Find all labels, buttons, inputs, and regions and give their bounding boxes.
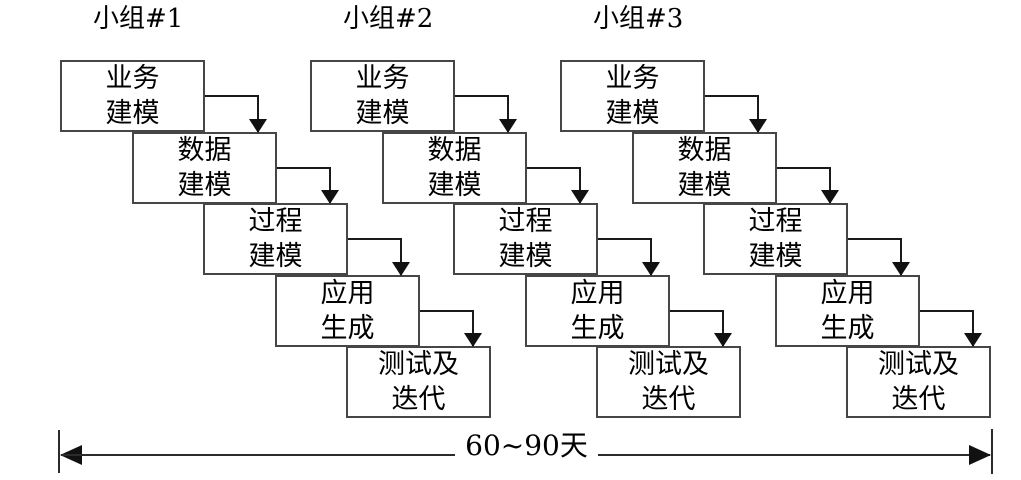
flow-connector xyxy=(920,310,974,348)
arrow-down-icon xyxy=(392,262,410,276)
flow-connector xyxy=(777,167,831,205)
group-label: 小组#2 xyxy=(343,4,434,34)
flow-connector xyxy=(277,167,331,205)
flow-connector xyxy=(705,95,759,134)
phase-box-business-modeling: 业务 建模 xyxy=(60,60,205,132)
arrow-down-icon xyxy=(499,119,517,133)
arrow-down-icon xyxy=(571,190,589,204)
arrow-down-icon xyxy=(321,190,339,204)
flow-connector xyxy=(598,238,652,277)
group-label: 小组#1 xyxy=(93,4,184,34)
flow-connector xyxy=(670,310,724,348)
flow-connector xyxy=(527,167,581,205)
flow-connector xyxy=(205,95,259,134)
flow-connector xyxy=(848,238,902,277)
phase-box-data-modeling: 数据 建模 xyxy=(132,132,277,204)
phase-box-data-modeling: 数据 建模 xyxy=(632,132,777,204)
phase-box-test-iteration: 测试及 迭代 xyxy=(346,346,491,418)
phase-box-app-generation: 应用 生成 xyxy=(775,275,920,347)
flow-connector xyxy=(420,310,474,348)
phase-box-test-iteration: 测试及 迭代 xyxy=(596,346,741,418)
arrow-down-icon xyxy=(642,262,660,276)
arrow-down-icon xyxy=(964,333,982,347)
dimension-line-left xyxy=(61,454,455,456)
dimension-line-right xyxy=(598,454,990,456)
flow-connector xyxy=(348,238,402,277)
arrow-down-icon xyxy=(464,333,482,347)
phase-box-app-generation: 应用 生成 xyxy=(275,275,420,347)
arrow-right-icon xyxy=(969,445,991,465)
arrow-down-icon xyxy=(714,333,732,347)
arrow-down-icon xyxy=(892,262,910,276)
phase-box-test-iteration: 测试及 迭代 xyxy=(846,346,991,418)
arrow-down-icon xyxy=(249,119,267,133)
dimension-tick-right xyxy=(991,429,993,474)
phase-box-process-modeling: 过程 建模 xyxy=(203,203,348,275)
arrow-down-icon xyxy=(749,119,767,133)
duration-label: 60~90天 xyxy=(465,429,588,462)
rad-group-3: 小组#3 业务 建模 数据 建模 过程 建模 应用 生成 测试及 迭代 xyxy=(560,0,1000,480)
group-label: 小组#3 xyxy=(593,4,684,34)
flow-connector xyxy=(455,95,509,134)
phase-box-business-modeling: 业务 建模 xyxy=(560,60,705,132)
dimension-tick-left xyxy=(58,430,60,473)
rad-group-1: 小组#1 业务 建模 数据 建模 过程 建模 应用 生成 测试及 迭代 xyxy=(60,0,500,480)
rad-group-2: 小组#2 业务 建模 数据 建模 过程 建模 应用 生成 测试及 迭代 xyxy=(310,0,750,480)
phase-box-data-modeling: 数据 建模 xyxy=(382,132,527,204)
phase-box-business-modeling: 业务 建模 xyxy=(310,60,455,132)
arrow-down-icon xyxy=(821,190,839,204)
phase-box-process-modeling: 过程 建模 xyxy=(703,203,848,275)
phase-box-app-generation: 应用 生成 xyxy=(525,275,670,347)
phase-box-process-modeling: 过程 建模 xyxy=(453,203,598,275)
